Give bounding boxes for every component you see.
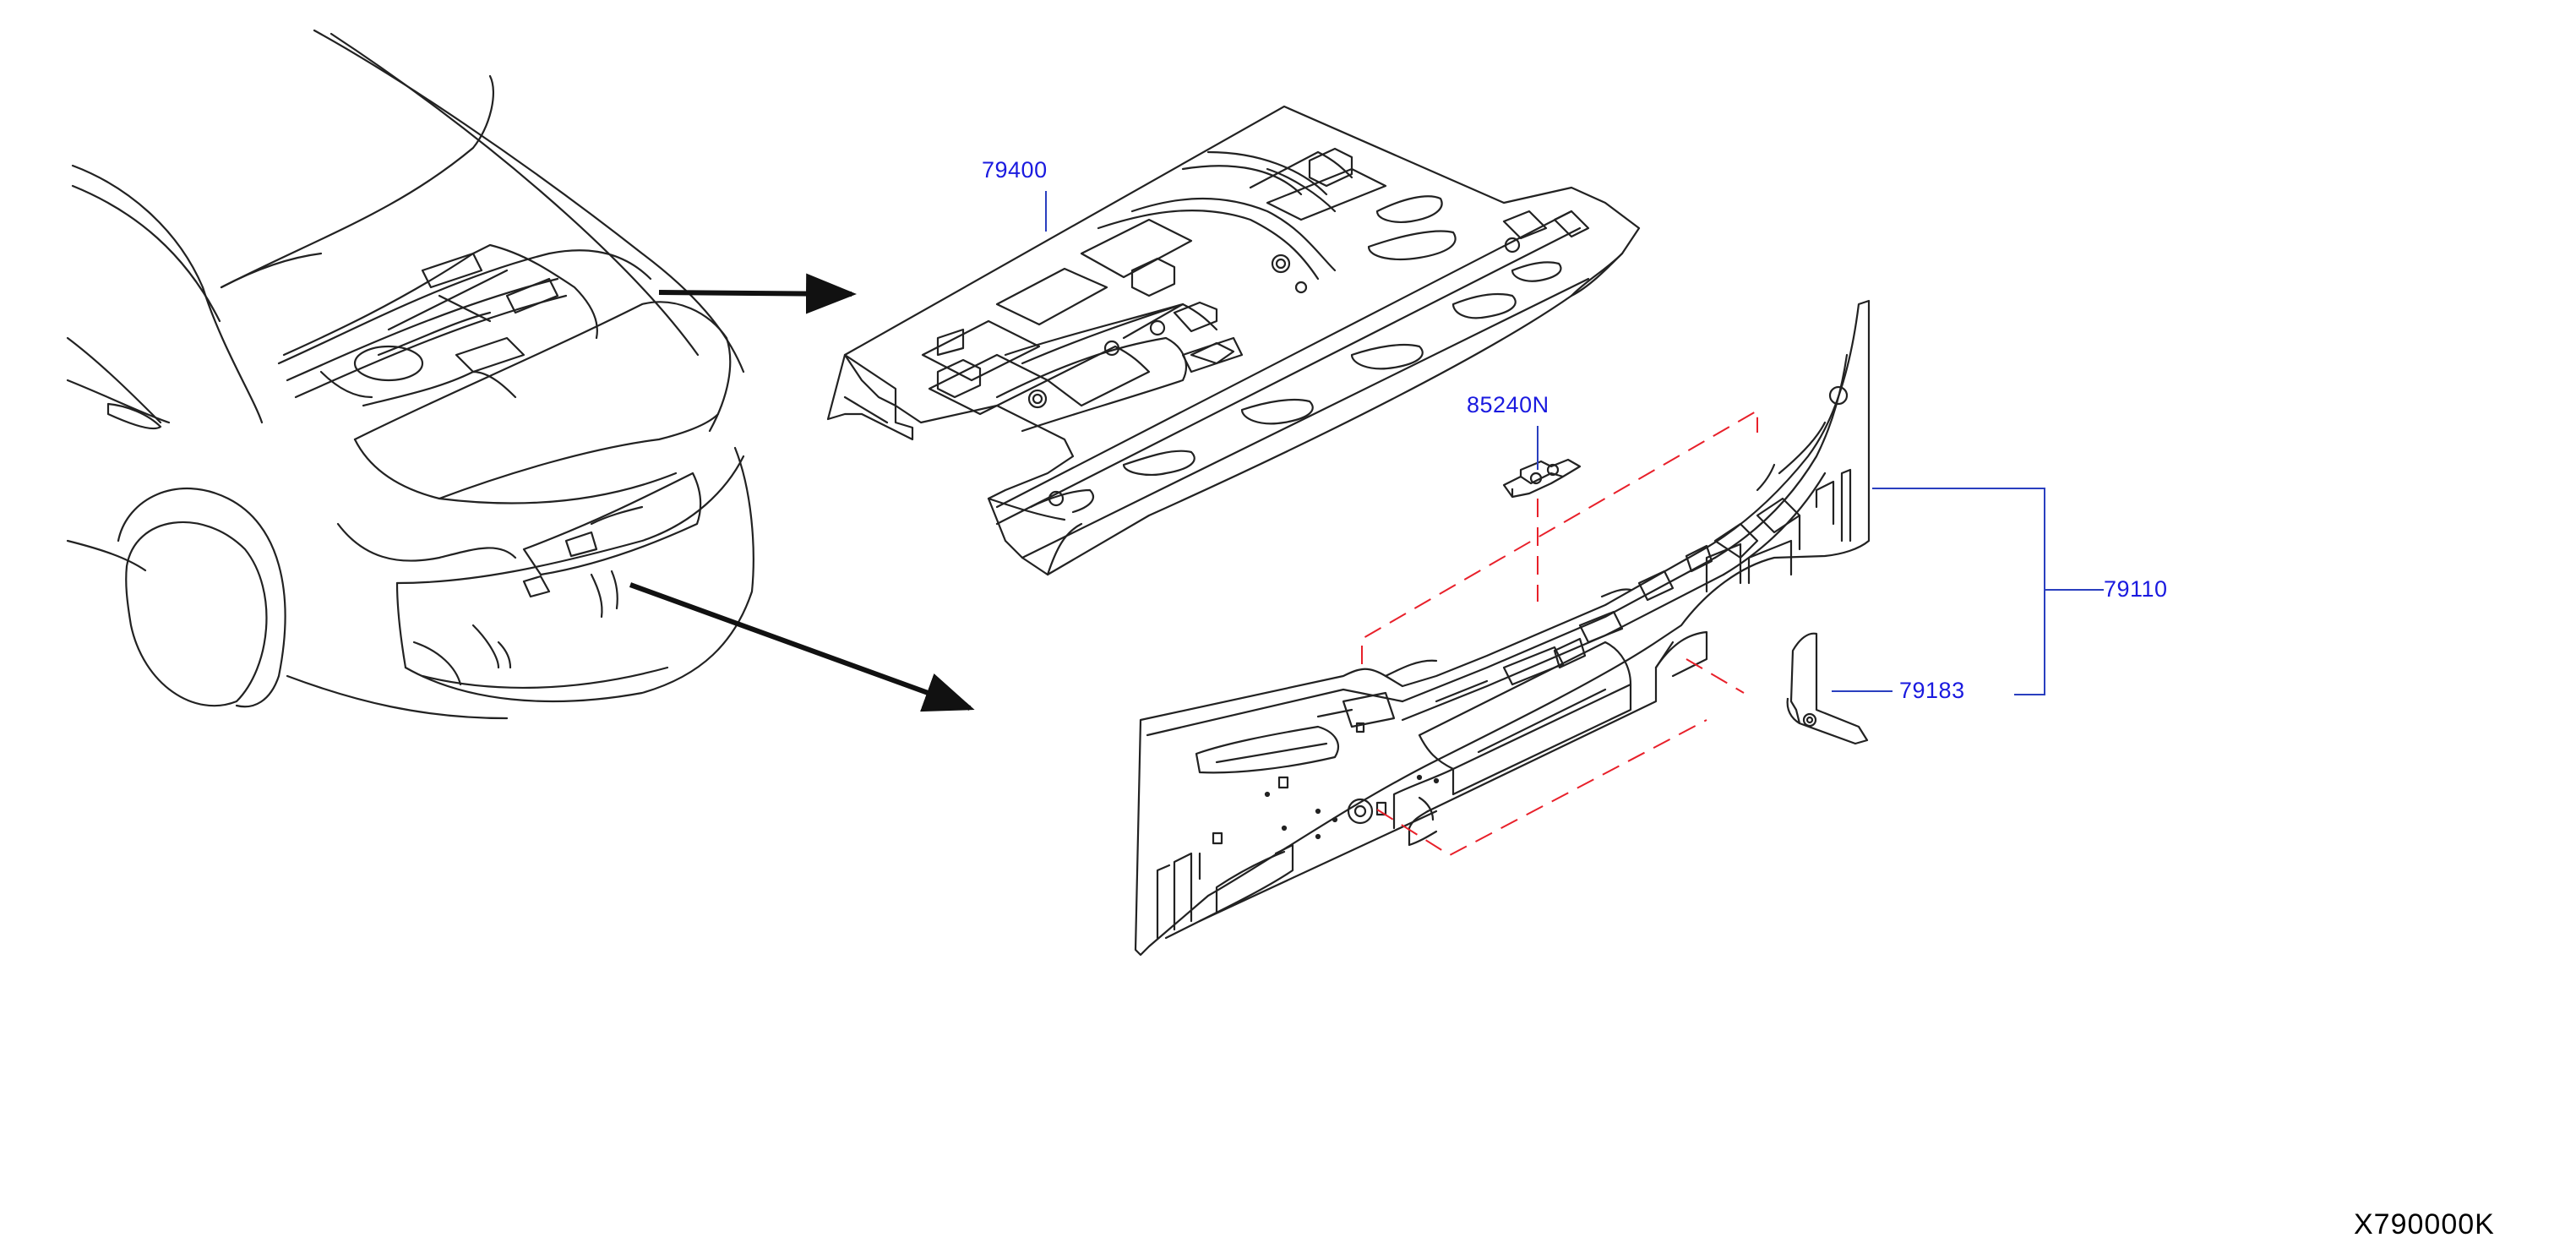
dash-shelf-to-panel	[1361, 409, 1758, 664]
callout-79183: 79183	[1899, 678, 1965, 703]
view-arrows	[629, 273, 975, 712]
callout-79400: 79400	[982, 157, 1048, 183]
callout-79110: 79110	[2104, 576, 2168, 602]
rear-panel-drawing	[1134, 299, 1871, 957]
drawing-code: X790000K	[2354, 1208, 2495, 1240]
rear-panel-bracket-drawing	[1786, 632, 1869, 745]
rear-parcel-shelf-drawing	[826, 105, 1641, 576]
arrow-to-rear-panel	[629, 582, 975, 712]
dash-panel-lower	[1376, 719, 1707, 857]
dash-to-79183	[1686, 658, 1745, 694]
leader-79110-bracket	[1872, 488, 2045, 695]
small-bracket-drawing	[1502, 458, 1582, 499]
arrow-to-parcel-shelf	[658, 273, 857, 314]
vehicle-rear-view	[66, 29, 754, 720]
assembly-dashed-lines	[1361, 409, 1758, 857]
leader-lines	[1045, 191, 2104, 695]
callout-85240N: 85240N	[1467, 392, 1549, 417]
